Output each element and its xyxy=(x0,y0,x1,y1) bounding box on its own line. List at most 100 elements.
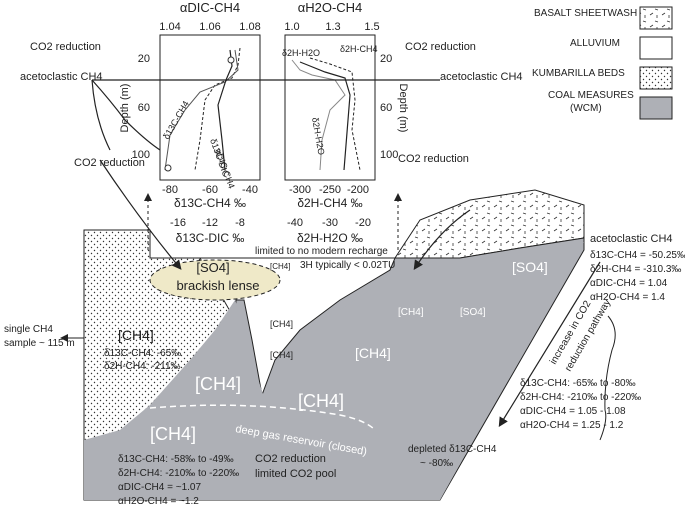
tick-alpha-h2o: 1.5 xyxy=(364,21,379,33)
range-brace xyxy=(599,315,616,441)
tick-d2h-h2o: -30 xyxy=(322,217,338,229)
plot-right-frame xyxy=(284,34,376,181)
co2-stat: δ2H-CH4: -210‰ to -220‰ xyxy=(520,392,641,403)
reservoir-boundary xyxy=(149,404,376,431)
zone-label: CO2 reduction xyxy=(74,157,145,169)
zone-label: CO2 reduction xyxy=(30,41,101,53)
zone-curve xyxy=(91,79,111,151)
pathway-arrow xyxy=(498,261,601,428)
co2-stat: αH2O-CH4 = 1.25 - 1.2 xyxy=(520,420,624,431)
tick-d13c-dic: -8 xyxy=(235,217,245,229)
legend-label: ALLUVIUM xyxy=(570,38,620,49)
legend-swatch-basalt xyxy=(639,6,673,30)
left-box-d13c: δ13C-CH4: -65‰ xyxy=(104,348,181,359)
curve-marker xyxy=(164,164,172,172)
species-label: [CH4] xyxy=(398,307,424,318)
recharge-arrow xyxy=(99,159,182,270)
top-axis-label-alpha-h2o: αH2O-CH4 xyxy=(298,0,363,15)
tick-depth: 100 xyxy=(132,149,150,161)
depleted-label: ~ -80‰ xyxy=(420,458,453,469)
zone-curve xyxy=(91,79,161,151)
tick-d2h-ch4: -250 xyxy=(319,184,341,196)
tick-depth: 20 xyxy=(138,53,150,65)
tick-depth: 60 xyxy=(380,102,392,114)
species-label: [CH4] xyxy=(195,374,241,394)
legend-swatch-kumbarilla xyxy=(639,66,673,90)
legend-label: (WCM) xyxy=(570,103,602,114)
tick-depth: 20 xyxy=(380,53,392,65)
zone-label: CO2 reduction xyxy=(405,41,476,53)
co2-stat: αDIC-CH4 = 1.05 - 1.08 xyxy=(520,406,626,417)
lense-label: brackish lense xyxy=(176,278,259,293)
curve-label: δ2H-H2O xyxy=(282,48,320,58)
legend-label: COAL MEASURES xyxy=(548,90,634,101)
coal-lower xyxy=(84,242,584,500)
curve-alpha-h2o xyxy=(309,57,361,171)
curve-d13c-dic xyxy=(194,47,241,171)
brackish-lense xyxy=(149,259,281,301)
tick-depth: 100 xyxy=(380,149,398,161)
bottom-stat: αH2O-CH4 = ~1.2 xyxy=(118,496,199,507)
tick-alpha-dic: 1.06 xyxy=(199,21,220,33)
bottom-stat: δ13C-CH4: -58‰ to -49‰ xyxy=(118,454,234,465)
tick-d13c-ch4: -80 xyxy=(162,184,178,196)
lense-label: [SO4] xyxy=(196,260,229,275)
legend-label: BASALT SHEETWASH xyxy=(534,8,637,19)
zone-label: acetoclastic CH4 xyxy=(20,71,103,83)
species-label: [SO4] xyxy=(512,259,548,275)
species-label: [CH4] xyxy=(270,262,290,271)
left-box-d2h: δ2H-CH4: -211‰ xyxy=(104,361,181,372)
curve-label: δ2H-CH4 xyxy=(340,44,378,54)
species-label: [CH4] xyxy=(355,345,391,361)
curve-d13c-ch4 xyxy=(164,49,239,171)
tick-alpha-h2o: 1.0 xyxy=(284,21,299,33)
co2-pool-label: limited CO2 pool xyxy=(255,468,336,480)
species-label: [CH4] xyxy=(270,350,293,360)
axis-label-d13c-dic: δ13C-DIC ‰ xyxy=(176,231,245,245)
legend-label: KUMBARILLA BEDS xyxy=(532,68,625,79)
aceto-stat: αH2O-CH4 = 1.4 xyxy=(590,292,665,303)
legend-swatch-alluvium xyxy=(639,36,673,60)
bottom-stat: δ2H-CH4: -210‰ to -220‰ xyxy=(118,468,239,479)
recharge-line1: limited to no modern recharge xyxy=(255,246,388,257)
legend-swatch-coal xyxy=(639,96,673,120)
depleted-label: depleted δ13C-CH4 xyxy=(408,444,497,455)
axis-label-d13c-ch4: δ13C-CH4 ‰ xyxy=(174,196,246,210)
bottom-stat: αDIC-CH4 = ~1.07 xyxy=(118,482,201,493)
sheetwash-arrow xyxy=(413,209,471,271)
species-label: [CH4] xyxy=(150,424,196,444)
aceto-stat: αDIC-CH4 = 1.04 xyxy=(590,278,668,289)
left-axis-label: Depth (m) xyxy=(119,84,131,133)
plot-left-frame xyxy=(159,34,261,181)
tick-depth: 60 xyxy=(138,102,150,114)
co2-pool-label: CO2 reduction xyxy=(255,453,326,465)
zone-label: acetoclastic CH4 xyxy=(440,71,523,83)
axis-label-d2h-h2o: δ2H-H2O ‰ xyxy=(297,231,363,245)
curve-marker xyxy=(227,56,235,64)
tick-d13c-dic: -16 xyxy=(170,217,186,229)
tick-d13c-ch4: -40 xyxy=(242,184,258,196)
aceto-stat: δ2H-CH4 = -310.3‰ xyxy=(590,264,681,275)
curve-d2h-h2o xyxy=(291,59,346,171)
top-axis-label-alpha-dic: αDIC-CH4 xyxy=(180,0,240,15)
tick-d2h-ch4: -200 xyxy=(347,184,369,196)
zone-label: CO2 reduction xyxy=(398,153,469,165)
tick-d13c-ch4: -60 xyxy=(202,184,218,196)
tick-d2h-h2o: -20 xyxy=(355,217,371,229)
axis-label-d2h-ch4: δ2H-CH4 ‰ xyxy=(297,196,362,210)
tick-d2h-ch4: -300 xyxy=(289,184,311,196)
single-sample-label: sample ~ 115 m xyxy=(4,338,75,349)
aceto-stat: δ13C-CH4 = -50.25‰ xyxy=(590,250,685,261)
single-sample-label: single CH4 xyxy=(4,324,53,335)
right-axis-label: Depth (m) xyxy=(397,84,409,133)
tick-alpha-dic: 1.04 xyxy=(159,21,180,33)
tick-alpha-h2o: 1.3 xyxy=(325,21,340,33)
tick-alpha-dic: 1.08 xyxy=(239,21,260,33)
tick-d2h-h2o: -40 xyxy=(287,217,303,229)
tick-d13c-dic: -12 xyxy=(202,217,218,229)
aceto-stats-title: acetoclastic CH4 xyxy=(590,233,673,245)
species-label: [CH4] xyxy=(298,391,344,411)
curve-d2h-ch4 xyxy=(299,61,351,171)
